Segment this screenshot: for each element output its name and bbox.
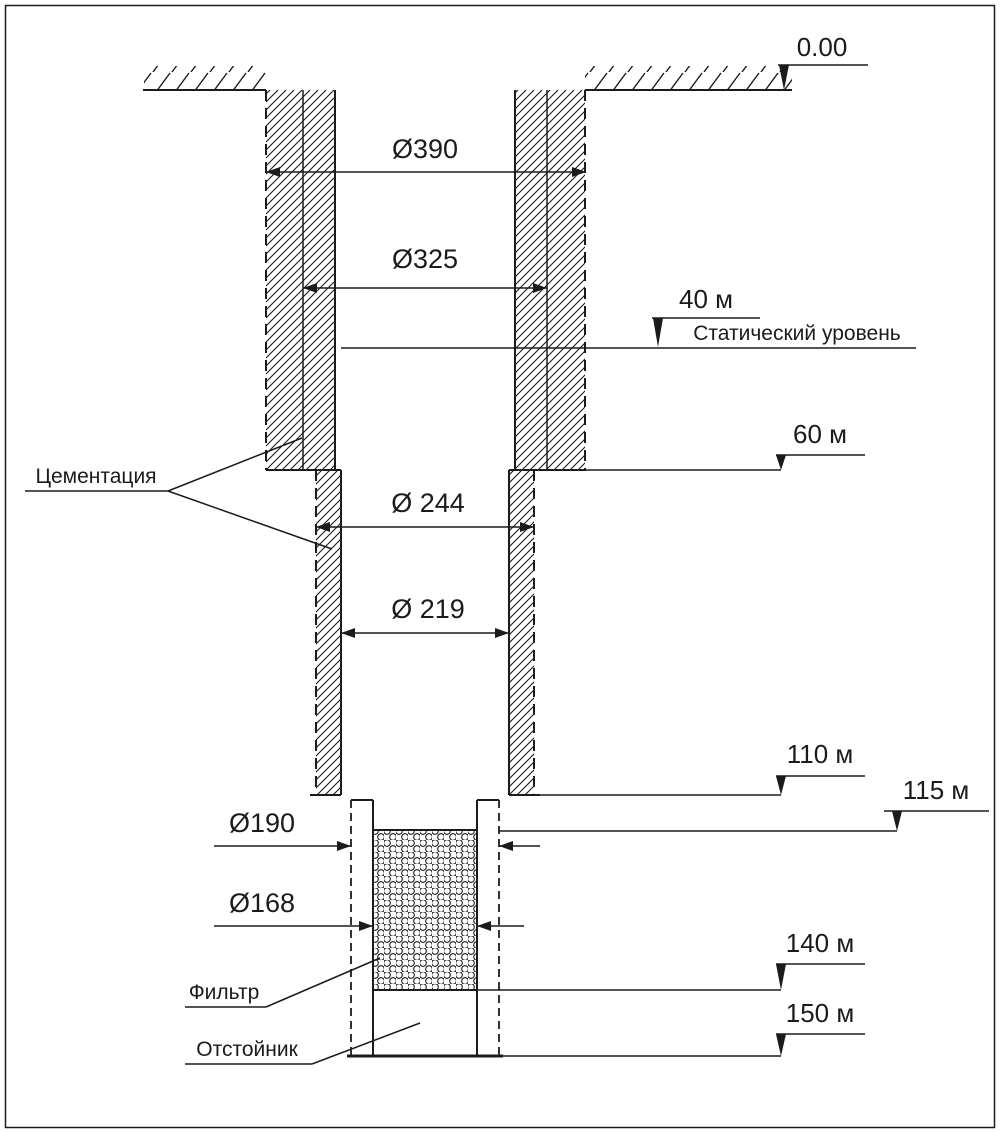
dimension-244: Ø 244 <box>316 488 534 532</box>
depth-150-arrow-icon <box>776 1034 786 1056</box>
depth-115-label: 115 м <box>903 775 970 805</box>
dimension-325-label: Ø325 <box>392 244 458 274</box>
dimension-219-label: Ø 219 <box>391 594 465 624</box>
dimension-244-label: Ø 244 <box>391 488 465 518</box>
elevation-zero-label: 0.00 <box>797 32 848 62</box>
filter-leader <box>265 957 381 1008</box>
elevation-zero-marker: 0.00 <box>778 32 868 90</box>
dimension-168: Ø168 <box>214 888 524 931</box>
cement-annulus-top-left <box>266 90 335 470</box>
upper-casing-section <box>265 90 586 471</box>
dimension-190-label: Ø190 <box>229 808 295 838</box>
cement-annulus-mid-left <box>316 470 341 795</box>
arrow-left-icon <box>316 522 330 532</box>
arrow-right-icon <box>520 522 534 532</box>
arrow-left-icon <box>266 167 280 177</box>
filter-mesh <box>373 830 477 990</box>
depth-115-arrow-icon <box>892 811 902 831</box>
depth-150-label: 150 м <box>786 998 854 1028</box>
arrow-right-icon <box>533 283 547 293</box>
sump-callout: Отстойник <box>185 1022 421 1065</box>
dimension-190: Ø190 <box>214 808 540 851</box>
static-level-label: Статический уровень <box>693 322 901 345</box>
cement-annulus-top-right <box>515 90 585 470</box>
sump-label: Отстойник <box>196 1038 298 1061</box>
drawing-frame <box>4 4 996 1129</box>
arrow-right-icon <box>359 921 373 931</box>
arrow-left-icon <box>477 921 491 931</box>
depth-60-arrow-icon <box>776 455 786 470</box>
depth-150-marker: 150 м <box>503 998 865 1057</box>
depth-110-label: 110 м <box>787 739 854 769</box>
depth-110-arrow-icon <box>776 776 786 795</box>
depth-140-label: 140 м <box>786 928 854 958</box>
depth-60-marker: 60 м <box>586 419 865 471</box>
arrow-right-icon <box>572 167 586 177</box>
depth-115-marker: 115 м <box>499 775 989 832</box>
cementation-callout: Цементация <box>25 437 333 550</box>
dimension-168-label: Ø168 <box>229 888 295 918</box>
filter-label: Фильтр <box>189 981 260 1004</box>
cementation-leader-upper <box>167 437 303 492</box>
depth-40-label: 40 м <box>679 284 733 314</box>
depth-140-marker: 140 м <box>477 928 865 991</box>
arrow-right-icon <box>337 841 351 851</box>
ground-surface <box>143 66 792 91</box>
static-level-marker: 40 м Статический уровень <box>341 284 916 349</box>
cementation-leader-lower <box>167 490 333 550</box>
cement-annulus-mid-right <box>509 470 534 795</box>
filter-callout: Фильтр <box>185 957 381 1008</box>
depth-110-marker: 110 м <box>540 739 865 796</box>
ground-hatch-right <box>585 66 792 90</box>
cementation-label: Цементация <box>35 465 156 488</box>
liner-filter-section <box>347 799 503 1058</box>
ground-hatch-left <box>144 66 266 90</box>
sump-leader <box>311 1022 421 1065</box>
dimension-390: Ø390 <box>266 134 586 177</box>
middle-casing-section <box>310 470 540 796</box>
arrow-left-icon <box>341 628 355 638</box>
arrow-left-icon <box>499 841 513 851</box>
depth-60-label: 60 м <box>793 419 847 449</box>
depth-140-arrow-icon <box>776 964 786 990</box>
dimension-219: Ø 219 <box>341 594 509 638</box>
depth-40-arrow-icon <box>653 318 663 347</box>
dimension-390-label: Ø390 <box>392 134 458 164</box>
arrow-right-icon <box>495 628 509 638</box>
elevation-zero-arrow-icon <box>779 65 789 90</box>
dimension-325: Ø325 <box>303 244 547 293</box>
arrow-left-icon <box>303 283 317 293</box>
